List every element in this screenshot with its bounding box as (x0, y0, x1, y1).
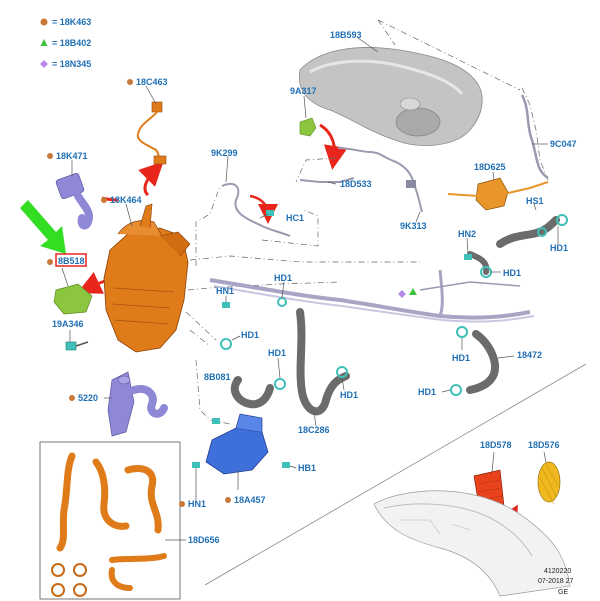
label-hn2: HN2 (458, 229, 476, 239)
label-hd1-mid-right: HD1 (503, 268, 521, 278)
label-hn1-bottom: HN1 (188, 499, 206, 509)
label-18472: 18472 (517, 350, 542, 360)
engine-assembly (103, 203, 191, 353)
part-8b518 (53, 283, 93, 315)
legend-item-3: = 18N345 (52, 59, 91, 69)
label-18d533: 18D533 (340, 179, 372, 189)
reference-date: 07-2018 27 (538, 578, 574, 585)
label-18d656: 18D656 (188, 535, 220, 545)
label-hd1-right: HD1 (550, 243, 568, 253)
hose-clamps (220, 214, 568, 396)
part-18a457 (205, 413, 269, 475)
label-5220: 5220 (78, 393, 98, 403)
label-9a317: 9A317 (290, 86, 317, 96)
part-18k471 (55, 172, 93, 230)
part-5220 (107, 371, 168, 437)
reference-region: GE (558, 589, 568, 596)
label-9k299: 9K299 (211, 148, 238, 158)
part-18d576 (537, 461, 561, 505)
vehicle-cowl (373, 490, 571, 597)
label-9k313: 9K313 (400, 221, 427, 231)
label-18d576: 18D576 (528, 440, 560, 450)
label-hs1: HS1 (526, 196, 544, 206)
legend: = 18K463 = 18B402 = 18N345 (40, 17, 91, 69)
part-18d625 (447, 177, 549, 211)
label-18k464: 18K464 (110, 195, 142, 205)
label-hn1-left: HN1 (216, 286, 234, 296)
reference-number: 4120220 (544, 568, 571, 575)
label-18d578: 18D578 (480, 440, 512, 450)
label-hd1-lower: HD1 (340, 390, 358, 400)
legend-item-1: = 18K463 (52, 17, 91, 27)
label-8b518: 8B518 (58, 256, 85, 266)
label-hc1: HC1 (286, 213, 304, 223)
label-9c047: 9C047 (550, 139, 577, 149)
label-hd1-bottom: HD1 (418, 387, 436, 397)
label-18k471: 18K471 (56, 151, 88, 161)
label-hd1-top: HD1 (274, 273, 292, 283)
legend-triangle-marker (409, 288, 417, 295)
label-18d625: 18D625 (474, 162, 506, 172)
label-18b593: 18B593 (330, 30, 362, 40)
legend-diamond-icon (40, 60, 48, 68)
label-hb1: HB1 (298, 463, 316, 473)
label-8b081: 8B081 (204, 372, 231, 382)
highlight-arrow (20, 200, 66, 254)
fuel-tank (298, 47, 483, 146)
part-9a317 (299, 117, 317, 137)
legend-diamond-marker (398, 290, 406, 298)
part-18c463 (136, 101, 167, 165)
label-18c286: 18C286 (298, 425, 330, 435)
legend-triangle-icon (40, 39, 48, 46)
label-19a346: 19A346 (52, 319, 84, 329)
legend-circle-icon (40, 18, 48, 26)
label-18c463: 18C463 (136, 77, 168, 87)
label-hd1-center: HD1 (268, 348, 286, 358)
label-hd1-engine: HD1 (241, 330, 259, 340)
label-18a457: 18A457 (234, 495, 266, 505)
legend-item-2: = 18B402 (52, 38, 91, 48)
part-19a346 (65, 341, 89, 351)
label-hd1-hose: HD1 (452, 353, 470, 363)
highlight-box-8b518 (55, 253, 87, 267)
inset-18d656 (39, 441, 181, 600)
